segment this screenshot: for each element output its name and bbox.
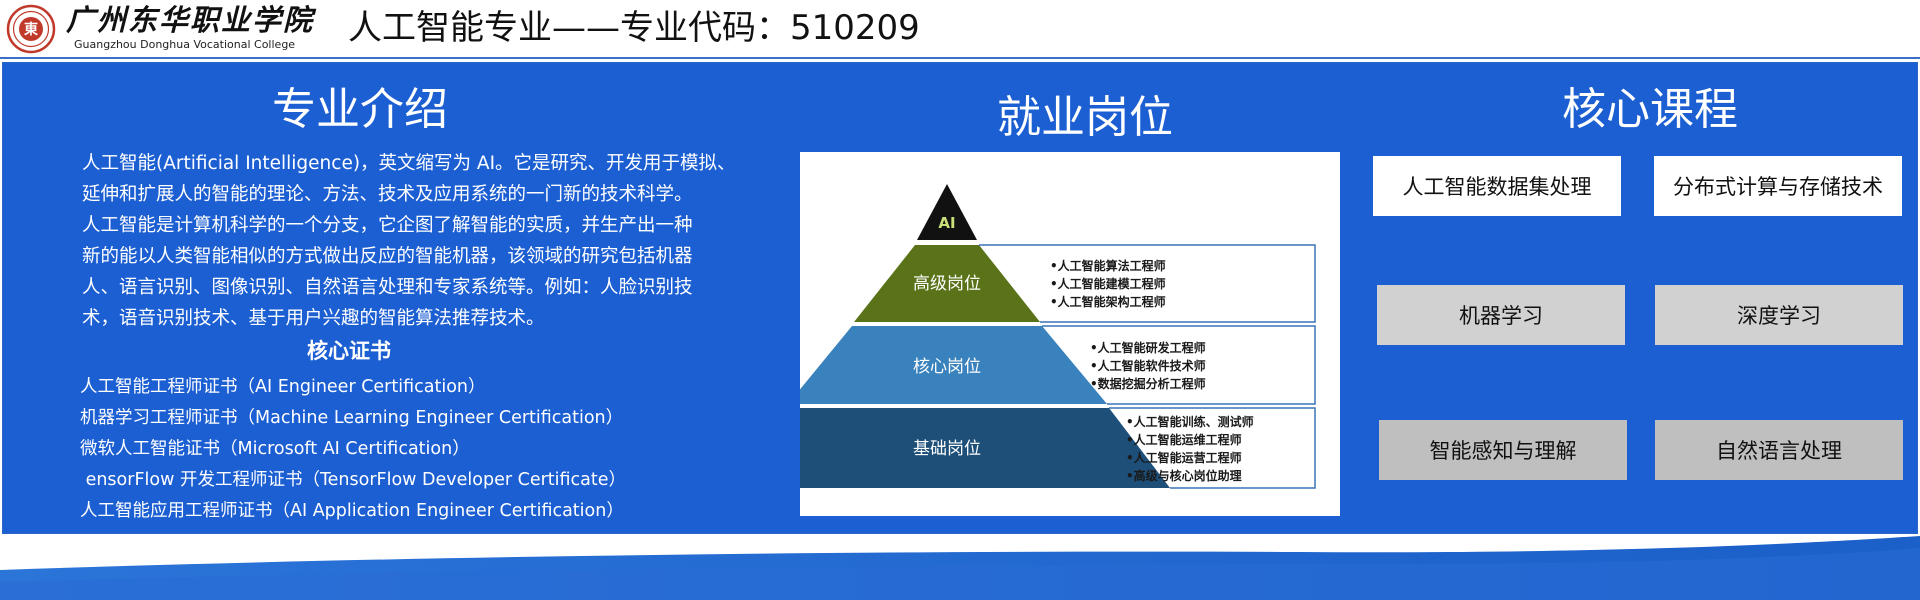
intro-line: 人工智能是计算机科学的一个分支，它企图了解智能的实质，并生产出一种 (82, 215, 693, 236)
cert-item: 人工智能工程师证书（AI Engineer Certification） (80, 377, 486, 397)
cert-list: 人工智能工程师证书（AI Engineer Certification） 机器学… (80, 372, 626, 527)
page-title: 人工智能专业——专业代码：510209 (348, 8, 920, 48)
tier-label: 基础岗位 (913, 439, 981, 459)
header: 東 广州东华职业学院 Guangzhou Donghua Vocational … (0, 0, 1920, 58)
course-tile: 深度学习 (1655, 285, 1903, 345)
cert-item: ensorFlow 开发工程师证书（TensorFlow Developer C… (80, 470, 627, 490)
pyramid-apex (917, 184, 977, 240)
job-pyramid-figure: AI 高级岗位 核心岗位 基础岗位 •人工智能算法工程师 •人工智能建模工程师 … (725, 152, 1340, 516)
tier-item: •数据挖掘分析工程师 (1090, 376, 1206, 391)
pyramid-tier-core (788, 326, 1107, 404)
jobs-title: 就业岗位 (997, 92, 1173, 143)
tier-item: •人工智能建模工程师 (1050, 276, 1166, 291)
intro-line: 新的能以人类智能相似的方式做出反应的智能机器，该领域的研究包括机器 (82, 246, 693, 267)
job-pyramid: AI 高级岗位 核心岗位 基础岗位 •人工智能算法工程师 •人工智能建模工程师 … (725, 184, 1316, 489)
tier-item: •人工智能训练、测试师 (1126, 414, 1254, 429)
cert-item: 机器学习工程师证书（Machine Learning Engineer Cert… (80, 408, 624, 428)
tier-item: •人工智能研发工程师 (1090, 340, 1206, 355)
tier-item: •人工智能算法工程师 (1050, 258, 1166, 273)
footer-wave (0, 536, 1920, 600)
pyramid-tier-base (725, 408, 1170, 488)
tier-item: •人工智能架构工程师 (1050, 294, 1166, 309)
intro-line: 术，语音识别技术、基于用户兴趣的智能算法推荐技术。 (82, 308, 545, 329)
cert-item: 微软人工智能证书（Microsoft AI Certification） (80, 439, 470, 459)
tier-item: •高级与核心岗位助理 (1126, 468, 1242, 483)
intro-line: 人工智能(Artificial Intelligence)，英文缩写为 AI。它… (82, 153, 736, 174)
college-name-en: Guangzhou Donghua Vocational College (74, 38, 296, 51)
tier-item: •人工智能运维工程师 (1126, 432, 1242, 447)
logo-char: 東 (24, 21, 38, 38)
header-divider (0, 57, 1920, 59)
course-tile: 智能感知与理解 (1379, 420, 1627, 480)
tier-item: •人工智能运营工程师 (1126, 450, 1242, 465)
courses-title: 核心课程 (1562, 84, 1738, 135)
intro-line: 人、语言识别、图像识别、自然语言处理和专家系统等。例如：人脸识别技 (82, 277, 693, 298)
cert-heading: 核心证书 (307, 339, 391, 363)
course-tile: 分布式计算与存储技术 (1654, 156, 1902, 216)
tier-item: •人工智能软件技术师 (1090, 358, 1206, 373)
college-name-cn: 广州东华职业学院 (66, 3, 315, 37)
intro-line: 延伸和扩展人的智能的理论、方法、技术及应用系统的一门新的技术科学。 (82, 184, 693, 205)
pyramid-tier-senior (854, 245, 1040, 322)
college-logo-icon: 東 (6, 4, 56, 54)
tier-label: 核心岗位 (913, 357, 981, 377)
cert-item: 人工智能应用工程师证书（AI Application Engineer Cert… (80, 501, 624, 521)
intro-paragraph: 人工智能(Artificial Intelligence)，英文缩写为 AI。它… (82, 148, 782, 334)
tier-label: 高级岗位 (913, 274, 981, 294)
pyramid-apex-label: AI (938, 214, 955, 232)
course-tile: 机器学习 (1377, 285, 1625, 345)
pyramid-brackets (979, 244, 1316, 489)
course-tile: 人工智能数据集处理 (1373, 156, 1621, 216)
intro-title: 专业介绍 (272, 84, 448, 135)
course-tile: 自然语言处理 (1655, 420, 1903, 480)
